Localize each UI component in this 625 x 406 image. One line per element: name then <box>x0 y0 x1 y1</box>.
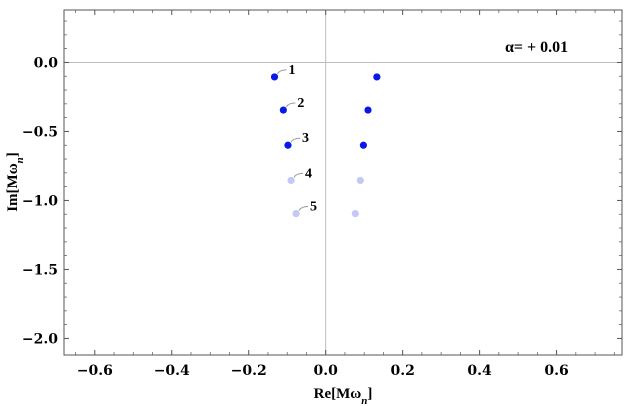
y-axis-title-bracket: ] <box>5 152 21 157</box>
data-point <box>284 141 292 149</box>
point-label: 1 <box>289 63 296 78</box>
ticks <box>64 10 622 355</box>
x-tick-label: 0.0 <box>314 363 339 379</box>
x-axis-title-bracket: ] <box>367 386 372 402</box>
point-label-leaders <box>277 69 309 211</box>
data-point <box>356 176 364 185</box>
point-label: 4 <box>305 166 312 181</box>
x-tick-label: 0.4 <box>467 363 492 379</box>
data-point <box>351 209 359 218</box>
y-tick-label: 0.0 <box>34 55 59 71</box>
y-axis-title: Im[Mωn] <box>5 152 26 212</box>
data-point <box>287 176 295 185</box>
y-axis-title-subscript: n <box>14 157 26 163</box>
y-tick-label: −1.0 <box>22 193 58 209</box>
y-tick-label: −0.5 <box>22 124 58 140</box>
point-label-leader <box>293 172 304 178</box>
x-axis-title-subscript: n <box>361 395 367 406</box>
point-labels: 1 2 3 4 5 <box>289 63 318 215</box>
data-point <box>292 209 300 218</box>
point-label: 3 <box>302 131 309 146</box>
plot-frame <box>63 9 623 356</box>
data-point <box>279 106 287 114</box>
annotation-alpha: α= + 0.01 <box>505 39 568 56</box>
data-points <box>270 73 381 218</box>
point-label-leader <box>285 102 296 108</box>
x-tick-label: 0.2 <box>390 363 414 379</box>
zero-axes <box>64 10 622 355</box>
data-point <box>364 106 372 114</box>
point-label: 5 <box>310 200 317 215</box>
data-point <box>359 141 367 149</box>
data-point <box>270 73 279 81</box>
y-tick-label: −2.0 <box>22 331 58 347</box>
point-label-leader <box>298 206 309 211</box>
x-tick-label: −0.4 <box>154 363 190 379</box>
point-label-leader <box>277 69 287 75</box>
x-axis-title: Re[Mωn] <box>314 386 373 406</box>
point-label-leader <box>290 137 300 143</box>
y-tick-label: −1.5 <box>22 262 58 278</box>
point-label: 2 <box>297 96 304 111</box>
x-tick-label: −0.6 <box>77 363 113 379</box>
tick-labels: −0.6 −0.4 −0.2 0.0 0.2 0.4 0.6 0.0 −0.5 −1.0 −1.5 −… <box>22 55 569 379</box>
x-tick-label: 0.6 <box>544 363 568 379</box>
data-point <box>373 73 381 81</box>
x-tick-label: −0.2 <box>231 363 267 379</box>
